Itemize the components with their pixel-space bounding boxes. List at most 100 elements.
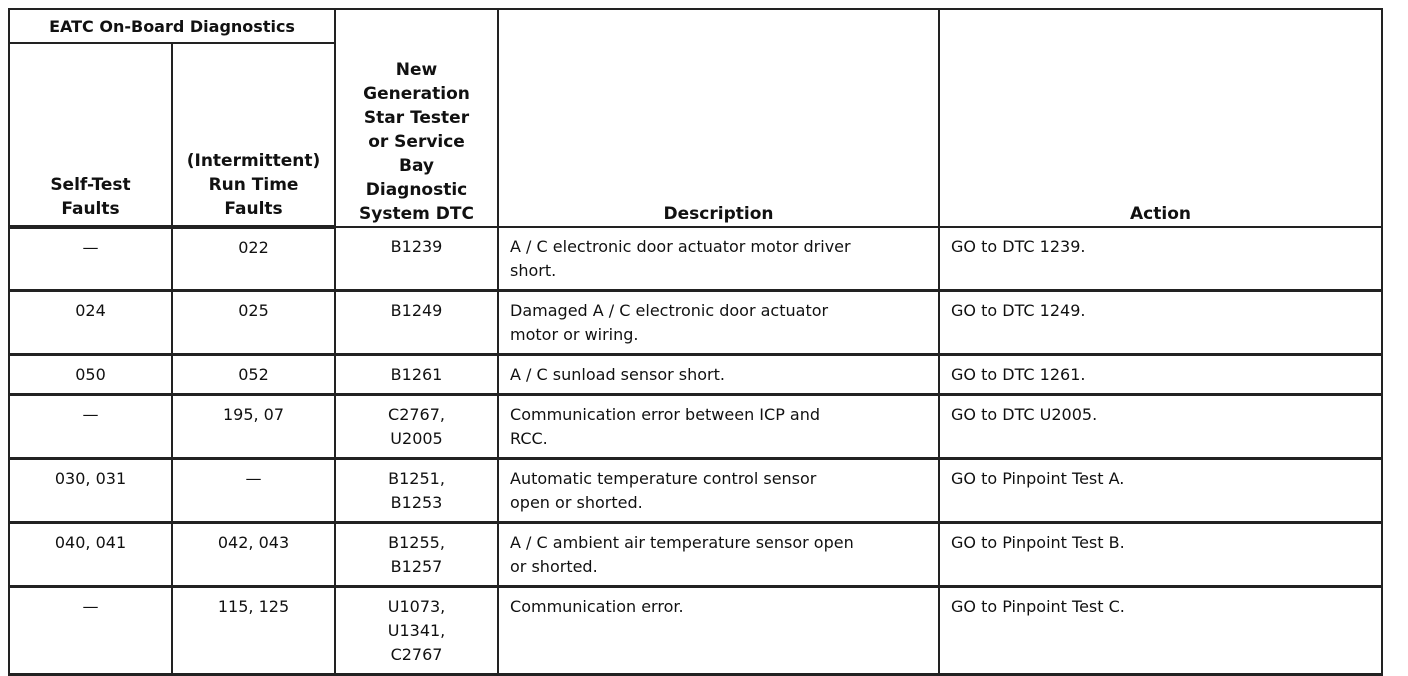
cell-run-time-line: 042, 043 xyxy=(217,533,290,552)
cell-dtc-line: B1257 xyxy=(390,557,443,576)
cell-dtc-line: B1249 xyxy=(390,301,443,320)
header-row-group: EATC On-Board Diagnostics New Generation… xyxy=(7,8,1384,228)
cell-description-line: Damaged A / C electronic door actuator xyxy=(510,301,829,320)
cell-description: Automatic temperature control sensor open… xyxy=(497,457,941,524)
cell-dtc: U1073, U1341, C2767 xyxy=(334,585,500,676)
cell-self-test: 050 xyxy=(8,353,173,396)
cell-self-test: 024 xyxy=(8,289,173,356)
cell-description-line: short. xyxy=(510,261,557,280)
cell-self-test-line: 030, 031 xyxy=(54,469,127,488)
cell-dtc-line: U1073, xyxy=(387,597,446,616)
cell-self-test: — xyxy=(8,585,173,676)
cell-description-line: A / C electronic door actuator motor dri… xyxy=(510,237,851,256)
cell-self-test: 030, 031 xyxy=(8,457,173,524)
cell-self-test-line: — xyxy=(82,597,99,616)
header-description-label: Description xyxy=(663,204,774,224)
cell-self-test-line: 024 xyxy=(75,301,106,320)
cell-run-time-line: 195, 07 xyxy=(222,405,285,424)
cell-action: GO to DTC 1249. xyxy=(938,289,1384,356)
cell-run-time-line: 052 xyxy=(238,365,269,384)
group-header-eatc: EATC On-Board Diagnostics xyxy=(7,8,337,44)
cell-description-line: motor or wiring. xyxy=(510,325,639,344)
cell-run-time: 025 xyxy=(170,289,337,356)
cell-dtc-line: B1255, xyxy=(388,533,445,552)
cell-self-test-line: — xyxy=(82,238,99,257)
cell-dtc-line: B1239 xyxy=(390,237,443,256)
cell-run-time-line: 022 xyxy=(238,238,269,257)
header-action: Action xyxy=(938,8,1384,228)
cell-run-time: 022 xyxy=(170,226,337,292)
table-row: 040, 041 042, 043 B1255, B1257 A / C ambient… xyxy=(8,521,1384,588)
header-self-test: Self-Test Faults xyxy=(8,42,173,229)
cell-description-line: RCC. xyxy=(510,429,548,448)
cell-dtc-line: C2767, xyxy=(388,405,445,424)
header-dtc-line: Diagnostic xyxy=(365,180,468,200)
cell-run-time: 115, 125 xyxy=(170,585,337,676)
cell-run-time: 052 xyxy=(170,353,337,396)
header-run-time: (Intermittent) Run Time Faults xyxy=(170,42,337,229)
cell-self-test: — xyxy=(8,226,173,292)
table-row: — 022 B1239 A / C electronic door actuator … xyxy=(8,226,1384,292)
cell-self-test-line: 050 xyxy=(75,365,106,384)
cell-run-time-line: 025 xyxy=(238,301,269,320)
table-row: — 195, 07 C2767, U2005 Communication error b… xyxy=(8,393,1384,460)
cell-self-test: — xyxy=(8,393,173,460)
cell-description-line: Communication error. xyxy=(510,597,684,616)
cell-dtc-line: U2005 xyxy=(390,429,443,448)
header-dtc-line: Bay xyxy=(399,156,435,176)
header-dtc-line: New xyxy=(395,60,438,80)
header-action-label: Action xyxy=(1130,204,1191,224)
cell-dtc: B1255, B1257 xyxy=(334,521,500,588)
cell-dtc: B1251, B1253 xyxy=(334,457,500,524)
header-self-test-line: Self-Test xyxy=(50,175,131,195)
cell-description-line: A / C sunload sensor short. xyxy=(510,365,725,384)
table-body: — 022 B1239 A / C electronic door actuator … xyxy=(8,226,1384,676)
cell-dtc: B1261 xyxy=(334,353,500,396)
cell-dtc: C2767, U2005 xyxy=(334,393,500,460)
cell-description: Communication error. xyxy=(497,585,941,676)
cell-description-line: or shorted. xyxy=(510,557,598,576)
cell-dtc-line: U1341, xyxy=(387,621,446,640)
header-run-time-line: Faults xyxy=(224,199,283,219)
cell-dtc-line: C2767 xyxy=(390,645,443,664)
table-row: 024 025 B1249 Damaged A / C electronic door… xyxy=(8,289,1384,356)
cell-run-time: 042, 043 xyxy=(170,521,337,588)
table-row: 030, 031 — B1251, B1253 Automatic temperatur… xyxy=(8,457,1384,524)
header-row-sub: Self-Test Faults (Intermittent) Run Time… xyxy=(8,42,1382,229)
table-row: — 115, 125 U1073, U1341, C2767 Communication … xyxy=(8,585,1384,676)
cell-dtc-line: B1251, xyxy=(388,469,445,488)
cell-description: Damaged A / C electronic door actuator mo… xyxy=(497,289,941,356)
header-dtc-line: System DTC xyxy=(359,204,474,224)
eatc-diagnostics-table: EATC On-Board Diagnostics New Generation… xyxy=(7,8,1384,676)
cell-description: A / C electronic door actuator motor dri… xyxy=(497,226,941,292)
cell-description: A / C ambient air temperature sensor ope… xyxy=(497,521,941,588)
cell-description-line: A / C ambient air temperature sensor ope… xyxy=(510,533,854,552)
header-dtc: New Generation Star Tester or Service Ba… xyxy=(334,8,500,228)
cell-dtc: B1249 xyxy=(334,289,500,356)
cell-run-time-line: — xyxy=(245,469,262,488)
cell-action: GO to DTC 1261. xyxy=(938,353,1384,396)
header-run-time-line: (Intermittent) xyxy=(186,151,321,171)
cell-self-test-line: — xyxy=(82,405,99,424)
header-dtc-line: Generation xyxy=(363,84,470,104)
table-header: EATC On-Board Diagnostics New Generation… xyxy=(7,8,1384,229)
header-self-test-line: Faults xyxy=(61,199,120,219)
cell-description-line: Communication error between ICP and xyxy=(510,405,821,424)
cell-action: GO to Pinpoint Test C. xyxy=(938,585,1384,676)
cell-action: GO to Pinpoint Test B. xyxy=(938,521,1384,588)
table-row: 050 052 B1261 A / C sunload sensor short. GO… xyxy=(8,353,1384,396)
cell-action: GO to Pinpoint Test A. xyxy=(938,457,1384,524)
cell-description: A / C sunload sensor short. xyxy=(497,353,941,396)
header-dtc-line: Star Tester xyxy=(363,108,470,128)
cell-action: GO to DTC 1239. xyxy=(938,226,1384,292)
cell-self-test: 040, 041 xyxy=(8,521,173,588)
cell-description-line: Automatic temperature control sensor xyxy=(510,469,817,488)
header-description: Description xyxy=(497,8,941,228)
cell-dtc-line: B1253 xyxy=(390,493,443,512)
cell-dtc: B1239 xyxy=(334,226,500,292)
header-run-time-line: Run Time xyxy=(208,175,299,195)
cell-self-test-line: 040, 041 xyxy=(54,533,127,552)
cell-description-line: open or shorted. xyxy=(510,493,643,512)
cell-run-time-line: 115, 125 xyxy=(217,597,290,616)
